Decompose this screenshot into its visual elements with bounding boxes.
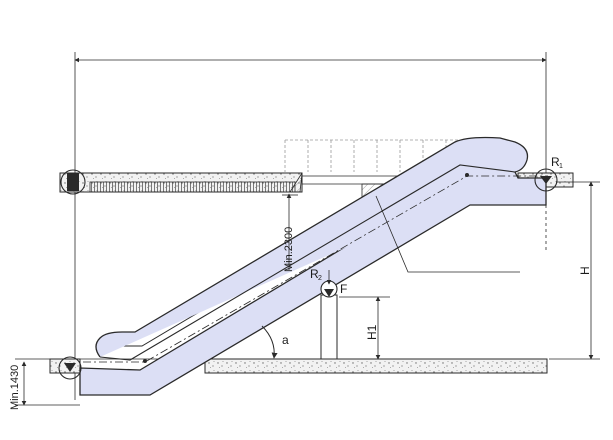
min-pit-dimension: Min.1430 (9, 358, 80, 410)
upper-right-support-r1 (534, 168, 558, 192)
middle-support-column (320, 270, 338, 360)
r2-subscript: 2 (318, 275, 322, 282)
h1-dimension: H1 (339, 296, 390, 360)
overall-length-dimension (74, 52, 547, 400)
escalator-truss (79, 136, 548, 396)
h-dimension: H (549, 181, 600, 360)
r2-label-group: R 2 (310, 267, 322, 282)
inclination-angle: a (261, 325, 289, 359)
h-label: H (578, 266, 592, 275)
upper-left-support (60, 169, 86, 195)
r1-subscript: 1 (559, 163, 563, 170)
lower-floor-slab (49, 358, 548, 374)
lower-left-support (58, 356, 82, 380)
f-label: F (340, 282, 347, 296)
min-clearance-dimension: Min.2300 (282, 193, 298, 272)
r1-label-group: R 1 (551, 155, 563, 170)
r1-label: R (551, 155, 560, 169)
min-clearance-label: Min.2300 (283, 227, 295, 272)
h1-label: H1 (365, 324, 379, 340)
min-pit-label: Min.1430 (9, 365, 21, 410)
upper-floor-slab (59, 172, 420, 193)
truss-leader-line (375, 195, 520, 273)
r2-label: R (310, 267, 319, 281)
angle-label: a (282, 333, 289, 347)
